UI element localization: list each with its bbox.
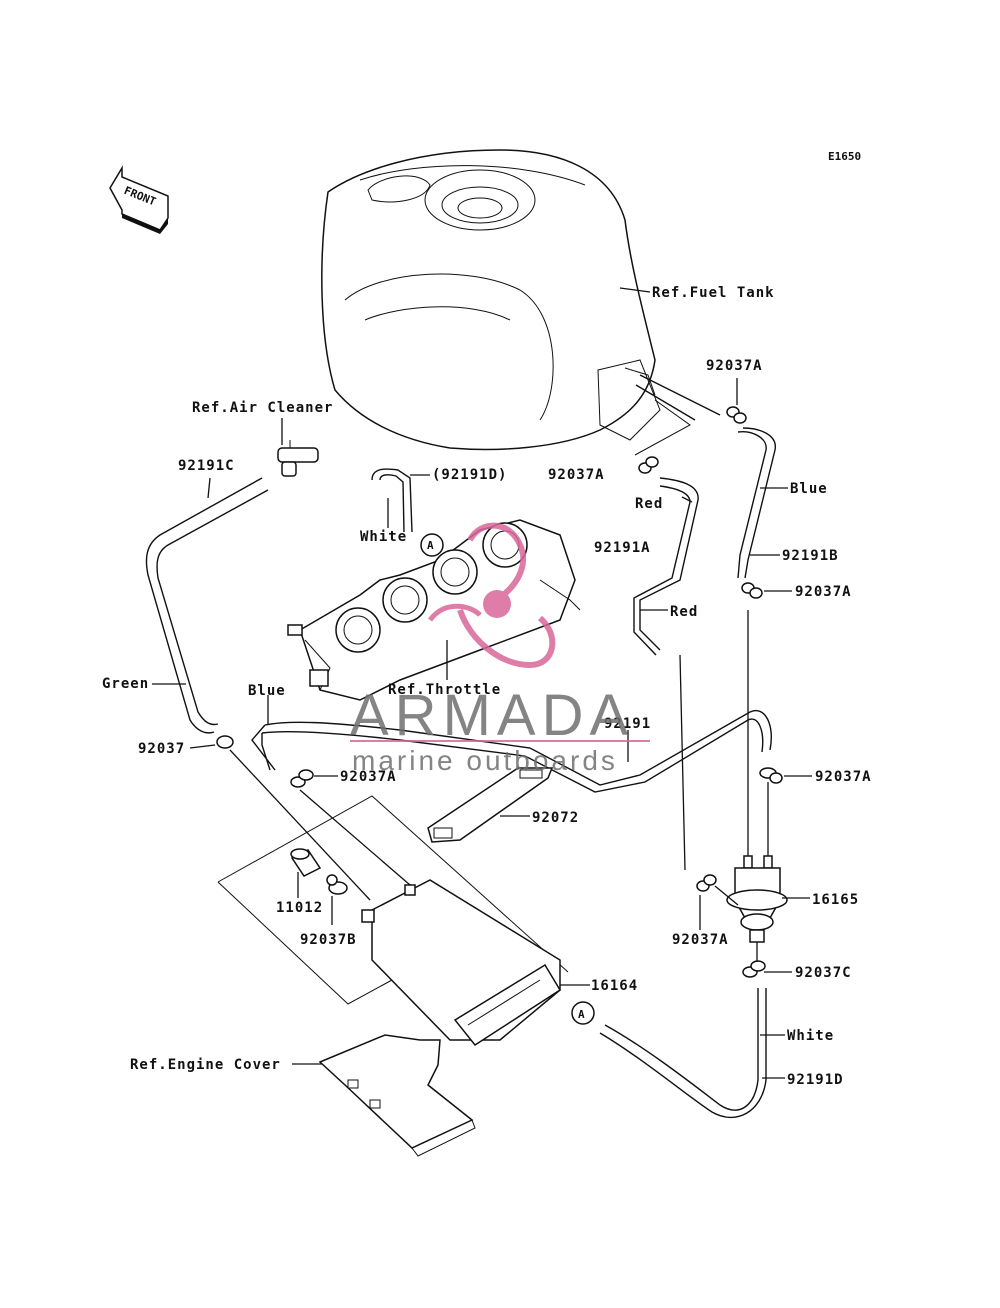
part-label-92191d: 92191D: [787, 1072, 844, 1088]
diagram-code: E1650: [828, 150, 861, 163]
part-label-92037a-1: 92037A: [706, 358, 763, 374]
ref-throttle-label: Ref.Throttle: [388, 682, 501, 698]
part-label-92037a-6: 92037A: [672, 932, 729, 948]
clip-92037a-top: 92037A: [706, 358, 763, 424]
clamp-92037b: [326, 874, 348, 895]
part-label-92037a-4: 92037A: [340, 769, 397, 785]
part-label-92037c: 92037C: [795, 965, 852, 981]
strap-92072: [427, 767, 554, 843]
part-label-92037: 92037: [138, 741, 185, 757]
watermark-tagline: marine outboards: [352, 745, 618, 776]
part-label-92191a: 92191A: [594, 540, 651, 556]
hose-color-blue-1: Blue: [790, 481, 828, 497]
hose-color-red-2: Red: [670, 604, 698, 620]
fuel-tank: [321, 149, 661, 451]
hose-color-white-1: White: [360, 529, 407, 545]
front-arrow-icon: FRONT: [109, 165, 169, 234]
air-cleaner-fitting: [277, 440, 319, 477]
cap-11012: [290, 848, 322, 877]
part-label-16165: 16165: [812, 892, 859, 908]
part-label-92191: 92191: [604, 716, 651, 732]
hose-color-red-1: Red: [635, 496, 663, 512]
callout-marker-a-1: A: [427, 539, 434, 552]
part-label-92037a-5: 92037A: [815, 769, 872, 785]
callout-marker-a-2: A: [578, 1008, 585, 1021]
part-label-92037a-3: 92037A: [548, 467, 605, 483]
part-label-92037a-2: 92037A: [795, 584, 852, 600]
armada-watermark: ARMADA marine outboards: [350, 522, 650, 776]
part-label-92191d-ref: (92191D): [432, 467, 507, 483]
filter-16165: [726, 855, 788, 943]
hose-color-white-2: White: [787, 1028, 834, 1044]
hose-color-blue-2: Blue: [248, 683, 286, 699]
part-label-92191c: 92191C: [178, 458, 235, 474]
canister-16164: [361, 879, 562, 1046]
part-label-92191b: 92191B: [782, 548, 839, 564]
engine-cover: [318, 1034, 476, 1157]
ref-fuel-tank-label: Ref.Fuel Tank: [652, 285, 775, 301]
armada-logo-icon: [428, 522, 556, 669]
ref-engine-cover-label: Ref.Engine Cover: [130, 1057, 281, 1073]
ref-air-cleaner-label: Ref.Air Cleaner: [192, 400, 333, 416]
part-label-92037b: 92037B: [300, 932, 357, 948]
watermark-brand: ARMADA: [350, 683, 634, 748]
part-label-92072: 92072: [532, 810, 579, 826]
part-label-16164: 16164: [591, 978, 638, 994]
hose-color-green: Green: [102, 676, 149, 692]
part-label-11012: 11012: [276, 900, 323, 916]
